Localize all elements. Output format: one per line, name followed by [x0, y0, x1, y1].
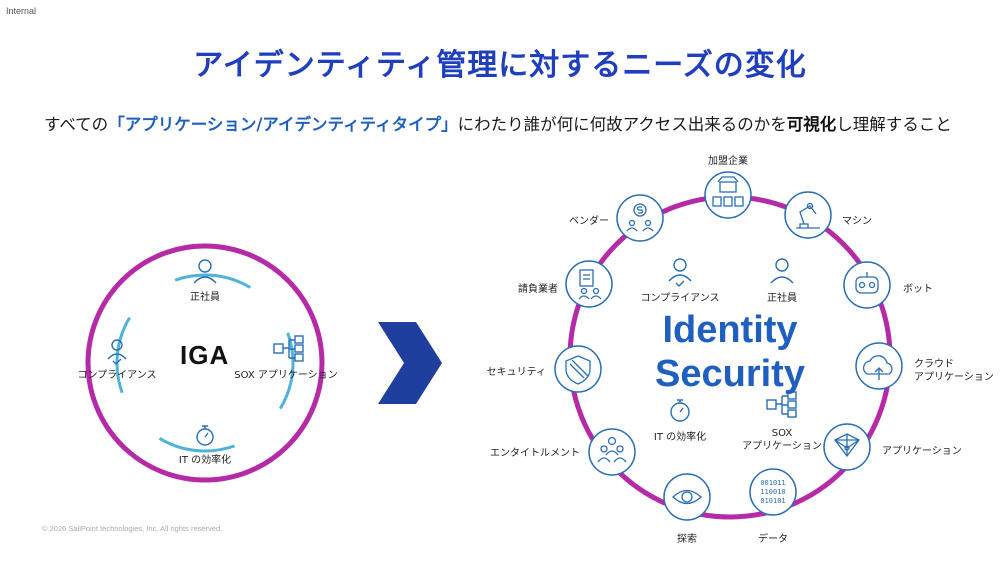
- node-cloud: [855, 342, 903, 390]
- is-sox-label-line2: アプリケーション: [742, 441, 822, 452]
- iga-compliance-icon: [107, 339, 127, 365]
- cloud-app-label-line1: クラウド: [914, 359, 954, 370]
- bot-label: ボット: [903, 284, 933, 295]
- application-label: アプリケーション: [882, 446, 962, 457]
- eye-icon: [672, 489, 702, 505]
- node-security: [554, 345, 602, 393]
- iga-employee-icon: [193, 259, 217, 284]
- contractor-label: 請負業者: [518, 284, 558, 295]
- is-employee-icon: [770, 258, 794, 284]
- vendor-label: ベンダー: [569, 216, 609, 227]
- iga-compliance-label: コンプライアンス: [77, 370, 157, 381]
- is-compliance-icon: [668, 258, 692, 287]
- machine-label: マシン: [842, 216, 872, 227]
- node-vendor: [616, 194, 664, 242]
- discovery-label: 探索: [677, 534, 697, 545]
- identity-security-line1: Identity: [662, 309, 798, 351]
- cloud-app-label: クラウド アプリケーション: [914, 358, 994, 384]
- transition-arrow: [378, 322, 442, 404]
- binary-data-icon: 001011 110010 010101: [760, 479, 785, 505]
- node-franchise: [704, 171, 752, 219]
- iga-it-efficiency-label: IT の効率化: [178, 455, 232, 466]
- bot-icon: [855, 272, 879, 294]
- group-icon: [597, 436, 627, 463]
- store-icon: [712, 176, 744, 207]
- is-sox-label: SOX アプリケーション: [742, 427, 822, 453]
- is-it-efficiency-icon: [670, 399, 690, 422]
- subtitle-text-3: し理解すること: [836, 115, 952, 134]
- classification-label: Internal: [6, 6, 37, 16]
- is-sox-icon: [766, 391, 797, 418]
- node-data: [749, 468, 797, 516]
- node-contractor: [565, 260, 613, 308]
- node-entitlement: [588, 428, 636, 476]
- is-sox-label-line1: SOX: [771, 428, 793, 439]
- svg-text:010101: 010101: [760, 497, 785, 505]
- node-bot: [843, 261, 891, 309]
- franchise-label: 加盟企業: [708, 156, 748, 167]
- svg-text:001011: 001011: [760, 479, 785, 487]
- node-machine: [784, 191, 832, 239]
- is-compliance-label: コンプライアンス: [640, 293, 720, 304]
- security-label: セキュリティ: [486, 367, 546, 378]
- subtitle-text-1: すべての: [44, 115, 109, 134]
- data-label: データ: [758, 534, 788, 545]
- identity-security-line2: Security: [655, 353, 805, 395]
- copyright: © 2026 SailPoint technologies, Inc. All …: [42, 524, 223, 533]
- iga-sox-label: SOX アプリケーション: [234, 370, 338, 381]
- node-discovery: [663, 473, 711, 521]
- contract-icon: [578, 269, 602, 300]
- identity-security-center: Identity Security: [655, 308, 805, 396]
- iga-outer-ring: [85, 243, 325, 483]
- iga-sox-icon: [273, 335, 304, 362]
- shield-icon: [565, 355, 591, 385]
- network-icon: [834, 433, 860, 458]
- iga-employee-label: 正社員: [190, 292, 220, 303]
- robot-arm-icon: [796, 202, 820, 229]
- page-title: アイデンティティ管理に対するニーズの変化: [193, 48, 807, 83]
- is-it-efficiency-label: IT の効率化: [653, 432, 707, 443]
- subtitle-highlight: 「アプリケーション/アイデンティティタイプ」: [108, 115, 458, 134]
- cloud-app-label-line2: アプリケーション: [914, 372, 994, 383]
- subtitle: すべての「アプリケーション/アイデンティティタイプ」にわたり誰が何に何故アクセス…: [44, 113, 964, 137]
- cloud-icon: [862, 355, 893, 380]
- is-employee-label: 正社員: [767, 293, 797, 304]
- iga-it-efficiency-icon: [196, 425, 214, 446]
- vendor-icon: [626, 203, 654, 232]
- entitlement-label: エンタイトルメント: [490, 448, 580, 459]
- subtitle-text-2: にわたり誰が何に何故アクセス出来るのかを: [457, 115, 787, 134]
- iga-center-text: IGA: [180, 340, 230, 370]
- svg-text:110010: 110010: [760, 488, 785, 496]
- subtitle-bold: 可視化: [786, 115, 837, 134]
